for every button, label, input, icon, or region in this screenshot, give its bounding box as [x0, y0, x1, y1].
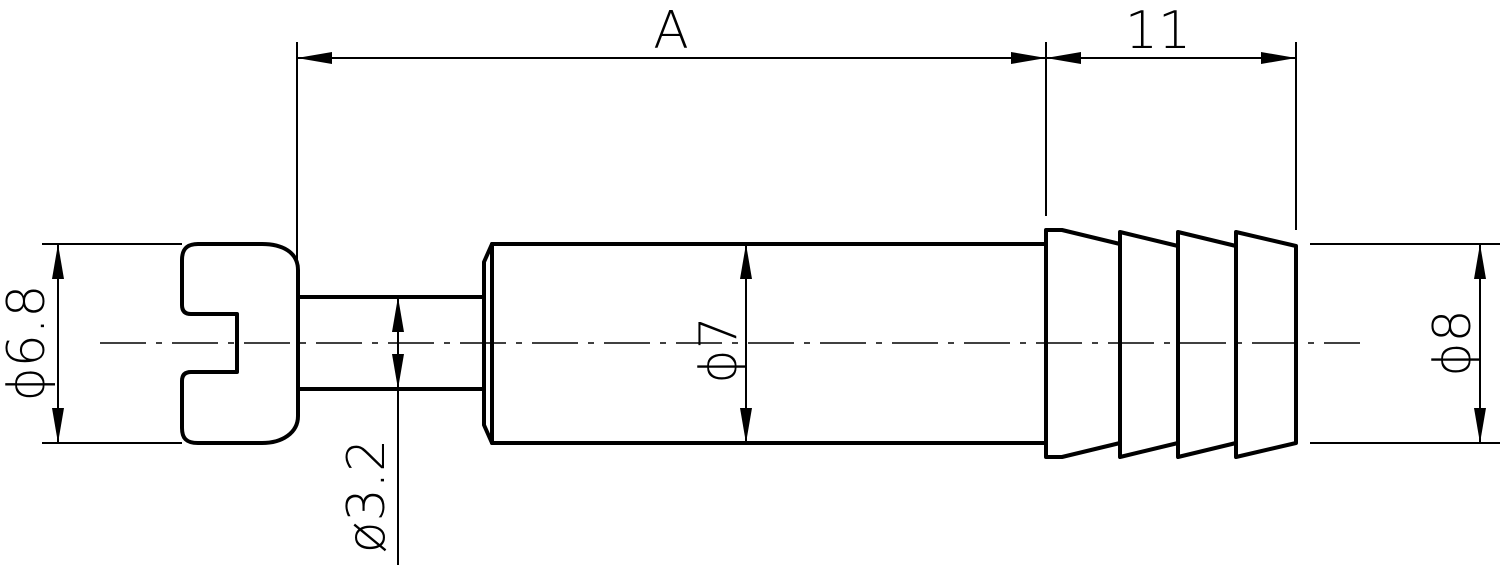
- arrow-11-left: [1046, 52, 1081, 64]
- part-head: [180, 242, 300, 445]
- dim-label-head: ϕ6.8: [0, 285, 57, 402]
- arrow-body-top: [740, 244, 752, 279]
- arrow-rib-bottom: [1474, 408, 1486, 443]
- dim-label-body: ϕ7: [689, 316, 749, 383]
- part-rib-2: [1118, 230, 1180, 459]
- arrow-neck-top: [392, 297, 404, 332]
- arrow-a-left: [297, 52, 332, 64]
- dim-label-neck: ø3.2: [337, 439, 397, 554]
- arrow-head-top: [52, 244, 64, 279]
- arrow-head-bottom: [52, 408, 64, 443]
- part-rib-3: [1176, 230, 1238, 459]
- arrow-11-right: [1261, 52, 1296, 64]
- dim-label-a: A: [653, 1, 689, 61]
- arrow-rib-top: [1474, 244, 1486, 279]
- arrow-neck-bottom: [392, 354, 404, 389]
- arrow-body-bottom: [740, 408, 752, 443]
- arrow-a-right: [1011, 52, 1046, 64]
- dim-label-rib: ϕ8: [1423, 309, 1483, 376]
- part-rib-4: [1234, 230, 1298, 459]
- dim-label-11: 11: [1125, 1, 1191, 61]
